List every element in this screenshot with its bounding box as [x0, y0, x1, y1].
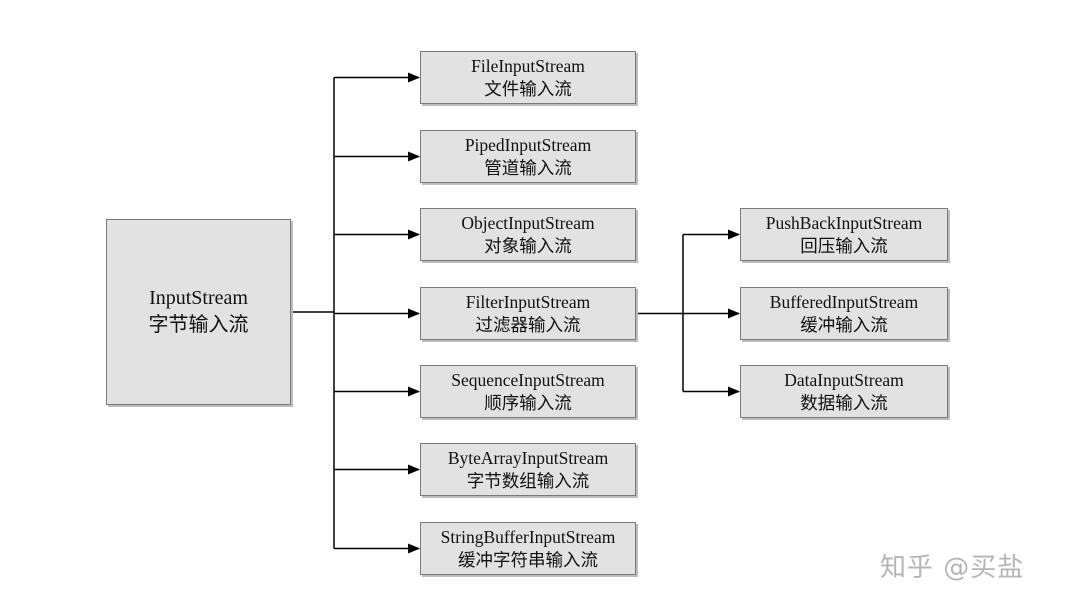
stringbufferinputstream-node: StringBufferInputStream 缓冲字符串输入流 — [420, 522, 636, 575]
bytearrayinputstream-node: ByteArrayInputStream 字节数组输入流 — [420, 443, 636, 496]
objectinputstream-node: ObjectInputStream 对象输入流 — [420, 208, 636, 261]
node-desc: 回压输入流 — [800, 235, 888, 256]
fileinputstream-node: FileInputStream 文件输入流 — [420, 51, 636, 104]
node-name: BufferedInputStream — [769, 291, 919, 312]
watermark: 知乎 @买盐 — [880, 553, 1025, 583]
node-name: DataInputStream — [784, 369, 904, 390]
inputstream-desc: 字节输入流 — [148, 314, 249, 336]
node-desc: 对象输入流 — [484, 235, 572, 256]
pipedinputstream-node: PipedInputStream 管道输入流 — [420, 130, 636, 183]
node-desc: 顺序输入流 — [484, 392, 572, 413]
node-name: PushBackInputStream — [765, 212, 923, 233]
node-desc: 过滤器输入流 — [475, 314, 581, 335]
filterinputstream-node: FilterInputStream 过滤器输入流 — [420, 287, 636, 340]
node-name: FilterInputStream — [465, 291, 591, 312]
inputstream-node: InputStream 字节输入流 — [106, 219, 291, 405]
node-name: ObjectInputStream — [461, 212, 595, 233]
inputstream-name: InputStream — [149, 287, 248, 309]
bufferedinputstream-node: BufferedInputStream 缓冲输入流 — [740, 287, 948, 340]
datainputstream-node: DataInputStream 数据输入流 — [740, 365, 948, 418]
node-name: PipedInputStream — [464, 134, 592, 155]
node-desc: 文件输入流 — [484, 78, 572, 99]
node-desc: 缓冲字符串输入流 — [458, 549, 598, 570]
node-desc: 数据输入流 — [800, 392, 888, 413]
node-desc: 缓冲输入流 — [800, 314, 888, 335]
node-name: StringBufferInputStream — [440, 526, 616, 547]
node-desc: 管道输入流 — [484, 157, 572, 178]
node-desc: 字节数组输入流 — [466, 470, 590, 491]
pushbackinputstream-node: PushBackInputStream 回压输入流 — [740, 208, 948, 261]
sequenceinputstream-node: SequenceInputStream 顺序输入流 — [420, 365, 636, 418]
node-name: SequenceInputStream — [451, 369, 605, 390]
node-name: FileInputStream — [471, 55, 585, 76]
node-name: ByteArrayInputStream — [447, 447, 609, 468]
